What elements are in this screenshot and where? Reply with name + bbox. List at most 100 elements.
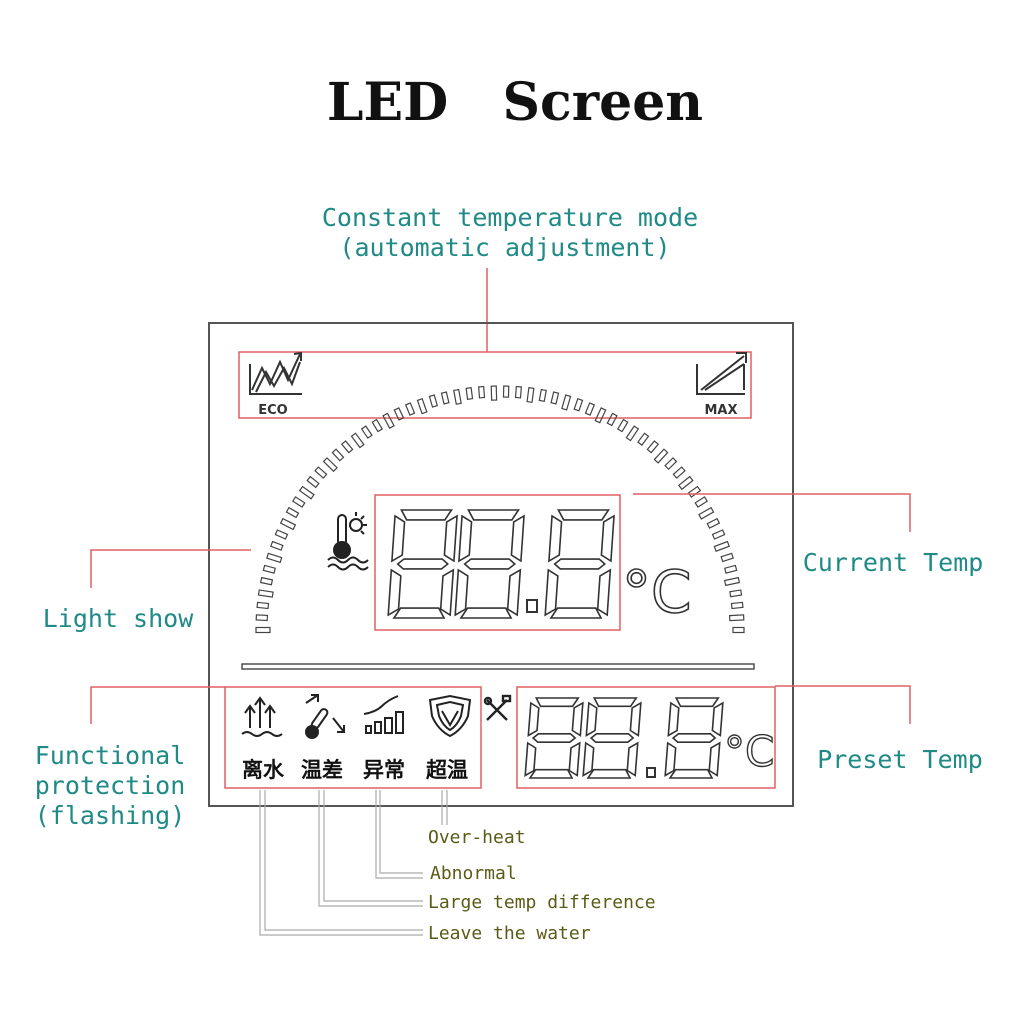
current-temp-digit-segment xyxy=(553,558,607,570)
current-temp-digit-segment xyxy=(439,568,455,617)
legend-leave-water: Leave the water xyxy=(428,923,591,944)
light-show-segment xyxy=(672,466,686,479)
current-temp-digit-segment xyxy=(391,514,406,563)
light-show-segment xyxy=(616,418,629,433)
light-show-segment xyxy=(285,506,300,519)
abnormal-icon xyxy=(363,695,404,734)
light-show-segment xyxy=(732,626,745,634)
preset-temp-digit-segment xyxy=(592,697,638,708)
light-show-segment xyxy=(270,540,284,551)
protection-highlight-box xyxy=(224,686,482,789)
light-show-segment xyxy=(720,552,734,563)
light-show-segment xyxy=(606,412,618,427)
preset-temp-digit-segment xyxy=(528,768,574,779)
light-show-segment xyxy=(694,496,709,508)
light-show-segment xyxy=(538,388,547,402)
light-show-segment xyxy=(382,412,395,429)
preset-temp-digit-segment xyxy=(671,733,717,743)
preset-temp-digit-segment xyxy=(708,741,721,777)
functional-protection-leader xyxy=(90,686,225,724)
preset-temp-digit-segment xyxy=(674,697,720,708)
thermometer-icon xyxy=(327,512,369,571)
light-show-segment xyxy=(306,475,320,489)
light-show-segment xyxy=(728,614,745,622)
current-temp-digit-segment xyxy=(549,607,603,619)
preset-temp-digit-segment xyxy=(586,768,632,779)
current-temp-digit-segment xyxy=(454,568,469,617)
light-show-segment xyxy=(729,589,743,598)
light-show-segment xyxy=(594,407,607,424)
light-show-segment xyxy=(416,397,428,415)
light-show-segment xyxy=(279,517,297,531)
light-show-segment xyxy=(371,418,384,433)
light-show-segment xyxy=(730,601,744,610)
light-show-segment xyxy=(573,397,584,412)
light-show-segment xyxy=(723,564,738,574)
light-show-segment xyxy=(646,440,660,454)
mode-highlight-box xyxy=(238,351,752,419)
light-show-segment xyxy=(711,529,726,540)
screen-divider xyxy=(241,663,755,670)
current-temp-digit-segment xyxy=(557,509,610,521)
abnormal-text: 异常 xyxy=(363,758,405,782)
legend-overheat: Over-heat xyxy=(428,827,526,848)
light-show-segment xyxy=(677,475,694,491)
current-temp-digit-segment xyxy=(600,514,615,563)
light-show-segment xyxy=(478,385,486,399)
page-title: LED Screen xyxy=(327,72,703,133)
current-temp-digit-segment xyxy=(459,607,513,619)
legend-abnormal: Abnormal xyxy=(430,863,517,884)
legend-large-temp-diff: Large temp difference xyxy=(428,892,656,913)
current-temp-decimal-point xyxy=(526,599,538,613)
preset-temp-digit-segment xyxy=(711,701,724,737)
current-temp-digit-segment xyxy=(400,509,453,521)
current-temp-highlight-box xyxy=(374,494,621,631)
current-temp-digit-segment xyxy=(544,568,559,617)
light-show-segment xyxy=(298,485,315,500)
current-temp-digit-segment xyxy=(458,514,473,563)
preset-temp-digit-segment xyxy=(629,701,642,737)
light-show-segment xyxy=(360,425,373,439)
light-show-segment xyxy=(664,457,678,471)
preset-temp-digit-segment xyxy=(524,741,537,777)
light-show-segment xyxy=(428,394,439,408)
light-show-segment xyxy=(274,529,289,540)
overheat-text: 超温 xyxy=(426,758,468,782)
light-show-segment xyxy=(502,385,510,398)
light-show-segment xyxy=(698,506,715,520)
preset-temp-digit-segment xyxy=(668,768,714,779)
current-temp-digit-segment xyxy=(463,558,517,570)
max-label: MAX xyxy=(704,403,737,418)
light-show-segment xyxy=(526,387,535,403)
preset-temp-digit-segment xyxy=(568,741,581,777)
eco-label: ECO xyxy=(258,403,287,418)
light-show-segment xyxy=(625,425,640,442)
current-temp-digit-segment xyxy=(396,558,450,570)
light-show-segment xyxy=(257,589,274,598)
eco-icon xyxy=(249,351,302,395)
current-temp-digit-segment xyxy=(392,607,446,619)
preset-temp-digit-segment xyxy=(534,697,580,708)
light-show-segment xyxy=(706,517,721,529)
current-temp-digit-segment xyxy=(548,514,563,563)
preset-temp-digit-segment xyxy=(585,701,598,737)
light-show-segment xyxy=(340,440,354,454)
preset-temp-digit-segment xyxy=(582,741,595,777)
preset-temp-decimal-point xyxy=(646,767,656,778)
light-show-segment xyxy=(453,388,462,405)
light-show-segment xyxy=(291,496,306,508)
light-show-segment xyxy=(465,387,474,400)
current-temp-callout: Current Temp xyxy=(803,548,984,577)
light-show-segment xyxy=(723,576,741,587)
current-temp-digit-segment xyxy=(443,514,458,563)
preset-temp-digit-segment xyxy=(527,701,540,737)
light-show-segment xyxy=(331,448,345,462)
light-show-segment xyxy=(584,402,596,416)
light-show-segment xyxy=(350,432,365,449)
preset-temp-display xyxy=(524,697,724,779)
functional-protection-line2: protection xyxy=(35,771,186,800)
leave-water-icon xyxy=(241,696,283,737)
preset-temp-digit-segment xyxy=(589,733,635,743)
light-show-segment xyxy=(262,564,277,574)
light-show-segment xyxy=(514,385,522,399)
